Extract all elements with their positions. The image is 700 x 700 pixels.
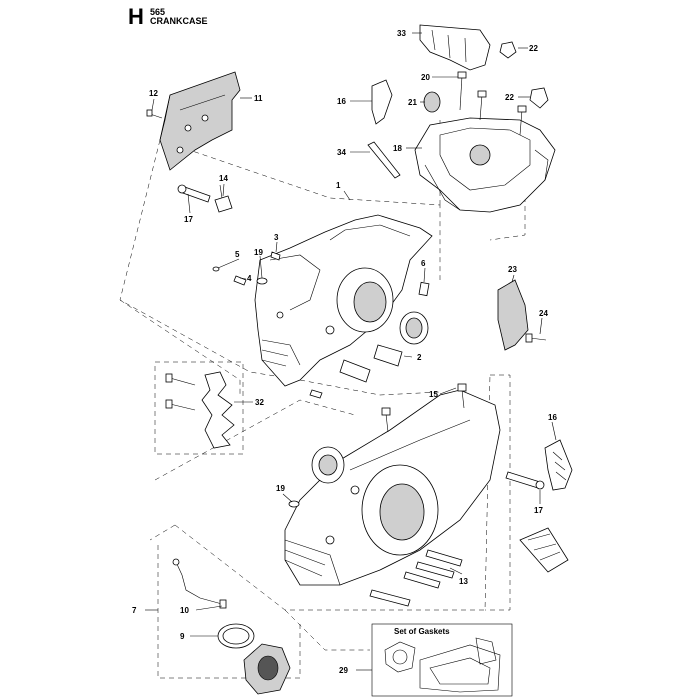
part-9-ring — [217, 623, 255, 649]
callout-15: 15 — [429, 390, 438, 399]
section-letter: H — [128, 4, 144, 29]
callout-3: 3 — [274, 233, 279, 242]
callout-21: 21 — [408, 98, 417, 107]
part-24-screw — [525, 333, 547, 343]
callout-33: 33 — [397, 29, 406, 38]
part-17-bolt-right — [505, 471, 545, 490]
part-11-guard-plate — [159, 71, 241, 171]
part-19-washer-lower — [288, 500, 300, 508]
part-2-bearing — [309, 311, 429, 399]
callout-32: 32 — [255, 398, 264, 407]
callout-29: 29 — [339, 666, 348, 675]
leader-lines — [145, 32, 557, 671]
callout-18: 18 — [393, 144, 402, 153]
section-title: CRANKCASE — [150, 16, 208, 26]
callout-34: 34 — [337, 148, 346, 157]
part-6-stud — [418, 281, 430, 297]
part-1-crankcase-half — [254, 214, 433, 387]
callout-5: 5 — [235, 250, 240, 259]
part-18-cylinder-cover — [414, 117, 556, 213]
callout-labels: 33 22 20 21 22 16 18 34 12 11 14 17 1 3 … — [132, 29, 557, 675]
callout-16-right: 16 — [548, 413, 557, 422]
part-7-group — [157, 545, 301, 679]
part-34-rod — [367, 141, 401, 179]
callout-13: 13 — [459, 577, 468, 586]
part-16-spring-upper — [371, 79, 393, 125]
callout-2: 2 — [417, 353, 422, 362]
callout-9: 9 — [180, 632, 185, 641]
part-13-bolts — [369, 549, 463, 607]
callout-4: 4 — [247, 274, 252, 283]
part-21-plug — [423, 91, 441, 113]
part-14-clip — [214, 184, 233, 213]
part-20-screws — [457, 71, 527, 136]
callout-20: 20 — [421, 73, 430, 82]
callout-22-mid: 22 — [505, 93, 514, 102]
callout-1: 1 — [336, 181, 341, 190]
callout-14: 14 — [219, 174, 228, 183]
callout-24: 24 — [539, 309, 548, 318]
part-29-gasket-set — [371, 623, 513, 697]
callout-17-left: 17 — [184, 215, 193, 224]
part-16-spring-right — [544, 439, 573, 491]
part-17-bolt-left — [177, 184, 211, 203]
callout-10: 10 — [180, 606, 189, 615]
part-15-screw — [381, 383, 467, 433]
assembly-dashed-lines — [119, 120, 526, 651]
part-32-plate — [154, 361, 244, 455]
part-33-bracket — [419, 24, 491, 71]
callout-19-lower: 19 — [276, 484, 285, 493]
model-number: 565 — [150, 7, 166, 17]
callout-7: 7 — [132, 606, 137, 615]
gasket-set-label: Set of Gaskets — [394, 627, 450, 636]
part-clutch-drum — [243, 643, 291, 695]
part-spring-lower-right — [519, 527, 569, 573]
callout-11: 11 — [254, 94, 263, 103]
part-12-screw — [146, 109, 163, 119]
callout-17-right: 17 — [534, 506, 543, 515]
callout-6: 6 — [421, 259, 426, 268]
callout-16-top: 16 — [337, 97, 346, 106]
part-22-fittings — [499, 41, 549, 109]
crankcase-lower-half — [284, 389, 501, 586]
part-23-cover — [497, 279, 529, 351]
callout-19-top: 19 — [254, 248, 263, 257]
callout-12: 12 — [149, 89, 158, 98]
callout-22-top: 22 — [529, 44, 538, 53]
lower-bearing — [311, 446, 345, 484]
callout-23: 23 — [508, 265, 517, 274]
